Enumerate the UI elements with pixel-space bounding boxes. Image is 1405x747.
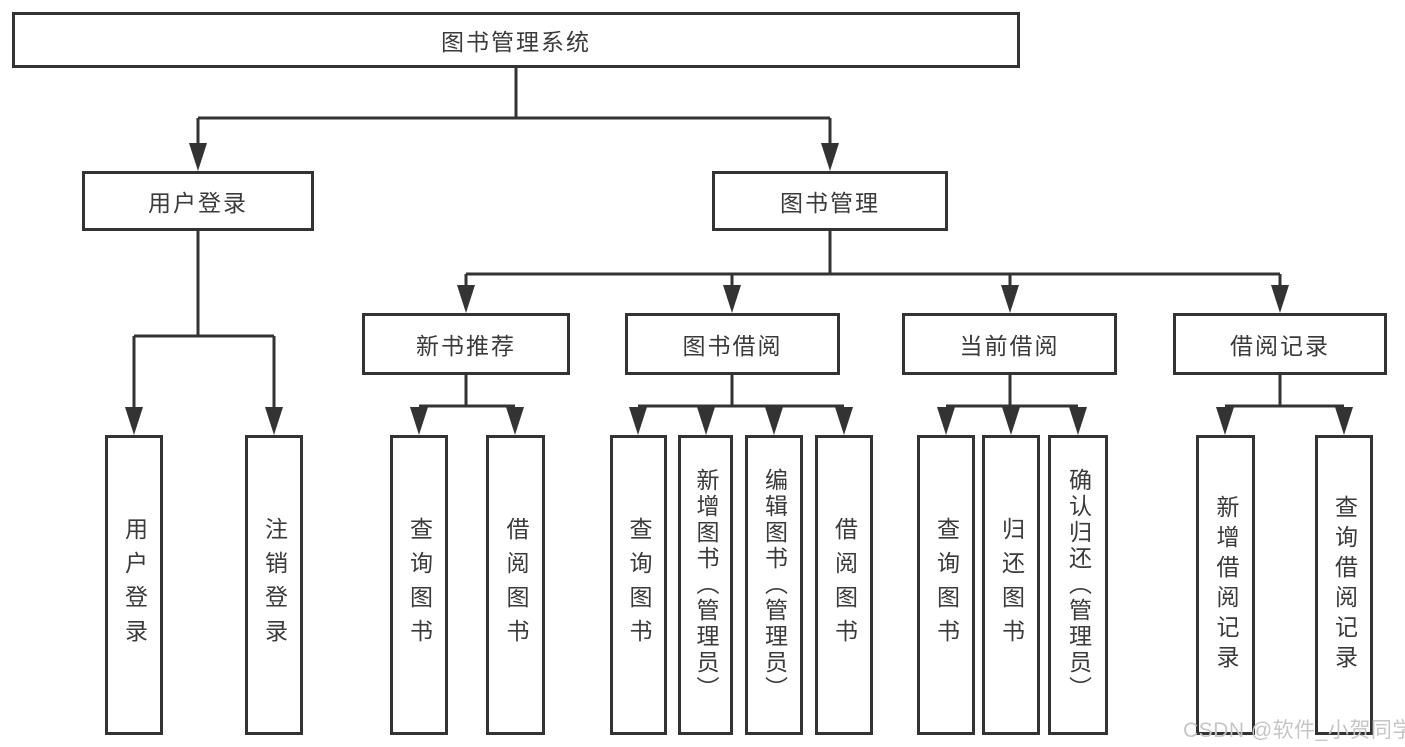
node-current-borrowing: 当前借阅 <box>902 313 1117 375</box>
node-leaf-return-books: 归还图书 <box>982 435 1040 735</box>
node-label: 借阅图书 <box>503 517 529 653</box>
node-label: 查询借阅记录 <box>1331 495 1358 675</box>
node-label: 新增图书（管理员） <box>693 468 719 702</box>
node-library-management-system: 图书管理系统 <box>12 12 1020 68</box>
node-leaf-logout: 注销登录 <box>245 435 303 735</box>
node-new-book-recommend: 新书推荐 <box>362 313 570 375</box>
connector-newbook-to-leaves <box>419 375 515 408</box>
arrowheads <box>125 143 1353 435</box>
arrow-icon <box>189 143 207 171</box>
node-book-borrowing: 图书借阅 <box>625 313 840 375</box>
node-label: 当前借阅 <box>959 333 1060 359</box>
arrow-icon <box>125 407 143 435</box>
node-label: 编辑图书（管理员） <box>761 468 788 702</box>
arrow-icon <box>265 407 283 435</box>
connector-records-to-leaves <box>1225 375 1344 408</box>
connector-userlogin-to-leaves <box>132 231 276 408</box>
node-label: 借阅图书 <box>831 517 858 653</box>
node-leaf-borrow-books-1: 借阅图书 <box>486 435 545 735</box>
node-leaf-query-books-1: 查询图书 <box>390 435 448 735</box>
arrow-icon <box>723 285 741 313</box>
arrow-icon <box>821 143 839 171</box>
node-book-management: 图书管理 <box>712 171 948 231</box>
arrow-icon <box>457 285 475 313</box>
arrow-icon <box>1002 407 1020 435</box>
arrow-icon <box>697 407 715 435</box>
connector-current-to-leaves <box>946 375 1078 408</box>
connector-bookmgmt-to-level3 <box>464 231 1282 286</box>
node-label: 新增借阅记录 <box>1213 495 1239 675</box>
node-user-login: 用户登录 <box>82 171 314 231</box>
arrow-icon <box>1069 407 1087 435</box>
node-leaf-query-books-3: 查询图书 <box>917 435 975 735</box>
arrow-icon <box>1335 407 1353 435</box>
node-label: 查询图书 <box>933 517 960 653</box>
node-label: 新书推荐 <box>416 333 516 359</box>
arrow-icon <box>629 407 647 435</box>
node-label: 图书管理系统 <box>441 29 591 55</box>
connector-root-to-level2 <box>196 68 832 144</box>
arrow-icon <box>506 407 524 435</box>
node-label: 用户登录 <box>148 190 248 216</box>
node-leaf-borrow-books-2: 借阅图书 <box>815 435 873 735</box>
node-label: 图书借阅 <box>682 333 783 359</box>
node-label: 查询图书 <box>626 517 652 653</box>
arrow-icon <box>765 407 783 435</box>
node-label: 用户登录 <box>121 517 148 653</box>
node-leaf-add-book-admin: 新增图书（管理员） <box>678 435 733 735</box>
node-label: 归还图书 <box>998 517 1025 653</box>
arrow-icon <box>937 407 955 435</box>
node-leaf-query-borrow-record: 查询借阅记录 <box>1315 435 1373 735</box>
arrow-icon <box>1216 407 1234 435</box>
node-leaf-add-borrow-record: 新增借阅记录 <box>1196 435 1255 735</box>
node-label: 图书管理 <box>780 190 880 216</box>
arrow-icon <box>1001 285 1019 313</box>
node-leaf-query-books-2: 查询图书 <box>610 435 667 735</box>
arrow-icon <box>835 407 853 435</box>
node-label: 注销登录 <box>261 517 288 653</box>
node-label: 确认归还（管理员） <box>1065 468 1092 702</box>
connector-borrow-to-leaves <box>638 375 844 408</box>
node-leaf-edit-book-admin: 编辑图书（管理员） <box>745 435 803 735</box>
node-leaf-user-login: 用户登录 <box>105 435 163 735</box>
node-label: 查询图书 <box>406 517 433 653</box>
node-leaf-confirm-return-admin: 确认归还（管理员） <box>1048 435 1108 735</box>
csdn-watermark: CSDN @软件_小贺同学 <box>1183 719 1405 742</box>
node-label: 借阅记录 <box>1230 333 1330 359</box>
node-borrowing-records: 借阅记录 <box>1173 313 1387 375</box>
arrow-icon <box>1271 285 1289 313</box>
arrow-icon <box>410 407 428 435</box>
